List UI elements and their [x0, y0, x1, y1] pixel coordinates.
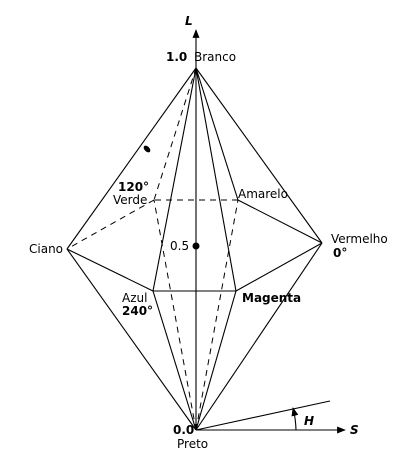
- bottom-value-label: 0.0: [173, 423, 194, 437]
- red-angle-label: 0°: [333, 246, 347, 260]
- white-label: Branco: [194, 50, 236, 64]
- saturation-axis-label: S: [350, 423, 359, 437]
- hue-label: H: [304, 414, 314, 428]
- top-edges: [152, 67, 239, 292]
- black-label: Preto: [177, 437, 208, 451]
- middle-value-label: 0.5: [170, 239, 189, 253]
- blue-angle-label: 240°: [122, 304, 153, 318]
- green-angle-label: 120°: [118, 180, 149, 194]
- hue-ray: [195, 400, 331, 431]
- top-value-label: 1.0: [166, 50, 187, 64]
- bottom-edges: [152, 199, 239, 431]
- lightness-axis-label: L: [185, 14, 193, 28]
- center-point: [192, 242, 200, 250]
- red-label: Vermelho: [331, 232, 388, 246]
- yellow-label: Amarelo: [238, 187, 288, 201]
- outer-cone: [66, 67, 323, 431]
- hue-arc: [291, 407, 299, 431]
- edge-mark: [143, 145, 151, 153]
- green-label: Verde: [113, 193, 147, 207]
- hexagon: [66, 199, 323, 292]
- magenta-label: Magenta: [242, 291, 301, 305]
- blue-label: Azul: [122, 291, 147, 305]
- cyan-label: Ciano: [29, 242, 63, 256]
